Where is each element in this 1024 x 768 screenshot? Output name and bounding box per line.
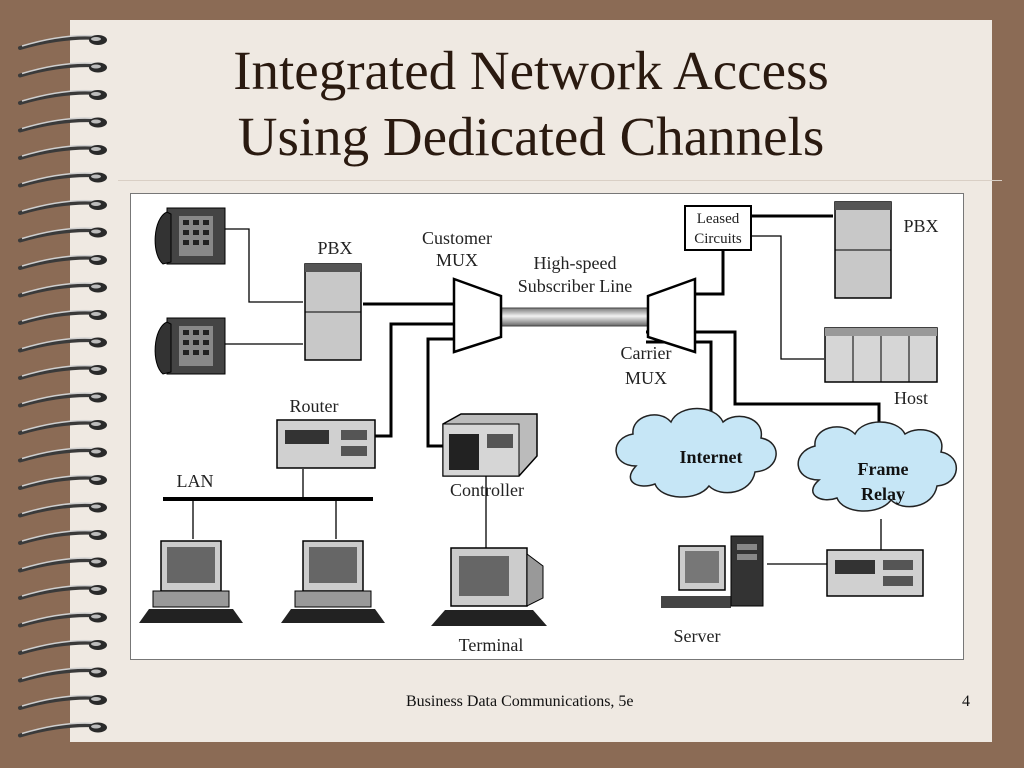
spiral-ring bbox=[18, 584, 107, 600]
leased-circuits-label-line1: Leased bbox=[697, 211, 740, 227]
spiral-ring bbox=[18, 117, 107, 133]
spiral-ring bbox=[18, 474, 107, 490]
server-icon bbox=[661, 535, 764, 608]
title-line-2: Using Dedicated Channels bbox=[237, 106, 825, 167]
router-icon bbox=[276, 419, 376, 469]
controller-icon bbox=[442, 413, 538, 477]
line-router-mux bbox=[375, 322, 456, 438]
workstation-icon bbox=[139, 540, 243, 623]
network-diagram: PBX Customer MUX High-speed Subscriber L… bbox=[130, 193, 964, 660]
spiral-ring bbox=[18, 612, 107, 628]
frame-relay-label-line2: Relay bbox=[861, 484, 905, 504]
leased-circuits-box bbox=[684, 205, 752, 251]
spiral-ring bbox=[18, 172, 107, 188]
diagram-labels: PBX Customer MUX High-speed Subscriber L… bbox=[177, 211, 939, 655]
internet-cloud bbox=[615, 407, 777, 498]
router-label: Router bbox=[290, 396, 339, 416]
telephone-icon bbox=[154, 317, 226, 375]
carrier-mux-label-line2: MUX bbox=[625, 368, 667, 388]
spiral-ring bbox=[18, 227, 107, 243]
spiral-binding bbox=[0, 0, 134, 768]
spiral-ring bbox=[18, 694, 107, 710]
frame-relay-device-icon bbox=[826, 549, 924, 597]
spiral-ring bbox=[18, 309, 107, 325]
title-divider bbox=[118, 180, 1002, 181]
spiral-ring bbox=[18, 667, 107, 683]
spiral-ring bbox=[18, 144, 107, 160]
spiral-ring bbox=[18, 89, 107, 105]
lan-label: LAN bbox=[177, 471, 214, 491]
footer-text: Business Data Communications, 5e bbox=[406, 693, 634, 710]
host-icon bbox=[824, 327, 938, 383]
terminal-icon bbox=[431, 547, 547, 626]
spiral-ring bbox=[18, 254, 107, 270]
carrier-mux-label-line1: Carrier bbox=[621, 343, 672, 363]
host-label: Host bbox=[894, 388, 928, 408]
internet-label: Internet bbox=[680, 447, 743, 467]
spiral-ring bbox=[18, 392, 107, 408]
pbx-left-label: PBX bbox=[317, 238, 352, 258]
telephone-icon bbox=[154, 207, 226, 265]
spiral-ring bbox=[18, 529, 107, 545]
spiral-ring bbox=[18, 419, 107, 435]
line-leased-carrier bbox=[695, 250, 725, 296]
line-controller-mux bbox=[426, 337, 456, 448]
high-speed-label-line1: High-speed bbox=[534, 253, 617, 273]
page-number: 4 bbox=[962, 693, 970, 710]
workstation-icon bbox=[281, 540, 385, 623]
frame-relay-cloud bbox=[797, 421, 958, 512]
spiral-ring bbox=[18, 282, 107, 298]
server-label: Server bbox=[674, 626, 721, 646]
spiral-ring bbox=[18, 639, 107, 655]
pbx-right-label: PBX bbox=[903, 216, 938, 236]
high-speed-label-line2: Subscriber Line bbox=[518, 276, 632, 296]
pbx-right-icon bbox=[834, 201, 892, 299]
spiral-ring bbox=[18, 557, 107, 573]
customer-mux-label-line1: Customer bbox=[422, 228, 492, 248]
customer-mux bbox=[452, 277, 503, 354]
leased-circuits-label-line2: Circuits bbox=[694, 231, 742, 247]
line-phone1-pbx bbox=[223, 228, 303, 303]
terminal-label: Terminal bbox=[459, 635, 524, 655]
spiral-ring bbox=[18, 34, 107, 50]
line-carrier-framerelay bbox=[646, 330, 881, 429]
frame-relay-label-line1: Frame bbox=[858, 459, 909, 479]
carrier-mux bbox=[646, 277, 697, 354]
spiral-ring bbox=[18, 62, 107, 78]
spiral-ring bbox=[18, 364, 107, 380]
spiral-ring bbox=[18, 502, 107, 518]
high-speed-line bbox=[490, 307, 654, 327]
connection-lines bbox=[163, 214, 882, 565]
spiral-ring bbox=[18, 337, 107, 353]
title-line-1: Integrated Network Access bbox=[233, 40, 829, 101]
pbx-left-icon bbox=[304, 263, 362, 361]
customer-mux-label-line2: MUX bbox=[436, 250, 478, 270]
spiral-ring bbox=[18, 447, 107, 463]
slide-title: Integrated Network Access Using Dedicate… bbox=[70, 38, 992, 170]
spiral-ring bbox=[18, 199, 107, 215]
spiral-ring bbox=[18, 722, 107, 738]
line-leased-host bbox=[751, 235, 824, 360]
controller-label: Controller bbox=[450, 480, 524, 500]
